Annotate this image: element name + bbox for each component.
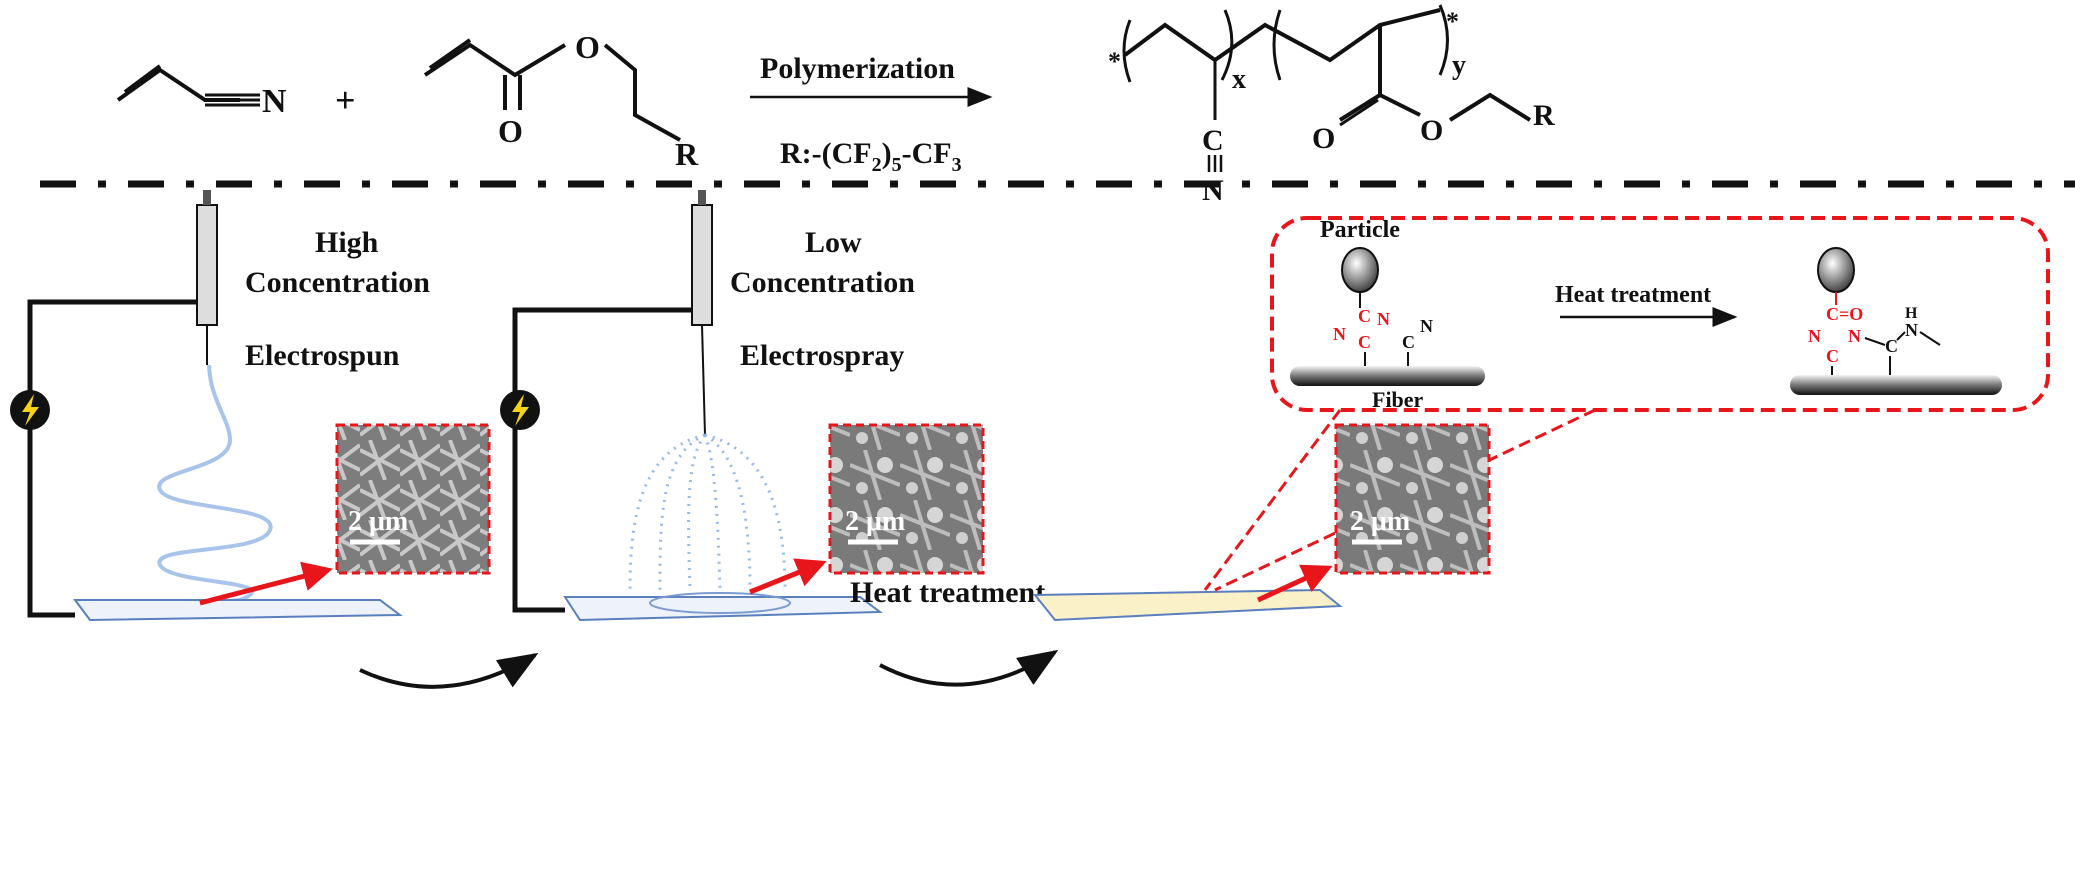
atom-label: H: [1905, 305, 1918, 322]
inset-heat-treatment-label: Heat treatment: [1555, 282, 1711, 308]
electrospray-setup: Low Concentration Electrospray 2 μm: [500, 190, 985, 622]
x-subscript: x: [1232, 64, 1246, 95]
fiber-icon: [1290, 366, 1485, 386]
zoom-callout-lines: [1203, 408, 1596, 592]
nitrogen-label: N: [262, 83, 287, 120]
r-group-definition: R:-(CF2)5-CF3: [780, 137, 962, 176]
sem-image-fibers: 2 μm: [335, 423, 491, 575]
sem-image-particles: 2 μm: [828, 423, 985, 575]
scale-bar-label: 2 μm: [845, 506, 905, 537]
scale-bar-label: 2 μm: [1350, 506, 1410, 537]
heat-treatment-step-label: Heat treatment: [850, 576, 1045, 609]
scale-bar-label: 2 μm: [348, 506, 408, 537]
concentration-label: Concentration: [245, 266, 430, 299]
inset-frame: [1270, 216, 2050, 412]
nitrile-carbon-label: C: [1202, 124, 1224, 157]
step-arrow-1: [359, 652, 539, 689]
high-voltage-icon: [500, 390, 540, 430]
ether-oxygen-label: O: [575, 29, 600, 65]
high-label: High: [315, 226, 379, 259]
spray-plume: [628, 433, 787, 591]
low-label: Low: [805, 226, 862, 259]
electrospray-label: Electrospray: [740, 339, 904, 372]
particle-label: Particle: [1320, 217, 1400, 243]
syringe-icon: [196, 190, 218, 365]
electrospinning-setup: High Concentration Electrospun 2 μm: [10, 190, 491, 622]
collector-plate: [73, 599, 403, 622]
y-subscript: y: [1452, 50, 1466, 81]
heat-treated-mat: 2 μm: [1032, 408, 1596, 622]
fluoroacrylate-structure: O O R: [423, 29, 699, 172]
atom-label: C: [1826, 346, 1839, 366]
concentration-label: Concentration: [730, 266, 915, 299]
atom-label: C: [1402, 332, 1415, 352]
circuit-wire: [27, 299, 205, 618]
atom-label: N: [1905, 320, 1918, 340]
syringe-icon: [691, 190, 713, 436]
bonding-mechanism-inset: Particle C N N C C N Fiber Heat treatmen…: [1270, 216, 2050, 412]
atom-label: C=O: [1826, 304, 1863, 324]
carbonyl-oxygen-label: O: [498, 113, 523, 149]
plus-sign: +: [335, 80, 356, 120]
atom-label: N: [1377, 309, 1390, 329]
carbonyl-oxygen-label: O: [1312, 122, 1335, 155]
chain-end-star: *: [1108, 47, 1121, 76]
collector-plate: [563, 596, 883, 622]
sem-image-treated: 2 μm: [1334, 423, 1491, 575]
acrylonitrile-structure: N: [116, 64, 287, 120]
atom-label: C: [1358, 332, 1371, 352]
nitrile-nitrogen-label: N: [1202, 174, 1224, 207]
fiber-icon: [1790, 375, 2002, 395]
ether-oxygen-label: O: [1420, 114, 1443, 147]
r-group-label: R: [675, 136, 699, 172]
chain-end-star: *: [1446, 7, 1459, 36]
treated-mat-plate: [1032, 588, 1343, 622]
high-voltage-icon: [10, 390, 50, 430]
circuit-wire: [512, 307, 698, 613]
zoom-arrow: [749, 558, 827, 595]
particle-icon: [1817, 247, 1855, 293]
fiber-label: Fiber: [1372, 387, 1424, 412]
zoom-arrow: [1256, 564, 1333, 603]
atom-label: C: [1885, 336, 1898, 356]
atom-label: N: [1808, 326, 1821, 346]
fiber-jet: [139, 364, 273, 612]
particle-icon: [1341, 247, 1379, 293]
atom-label: N: [1848, 326, 1861, 346]
polymerization-arrow: Polymerization: [750, 52, 993, 107]
zoom-arrow: [199, 561, 333, 606]
step-arrow-2: [879, 649, 1059, 687]
atom-label: N: [1333, 324, 1346, 344]
atom-label: N: [1420, 316, 1433, 336]
copolymer-structure: * x y * C N O O R: [1108, 4, 1555, 207]
r-group-label: R: [1533, 99, 1555, 132]
polymerization-label: Polymerization: [760, 52, 955, 85]
electrospun-label: Electrospun: [245, 339, 400, 372]
atom-label: C: [1358, 306, 1371, 326]
